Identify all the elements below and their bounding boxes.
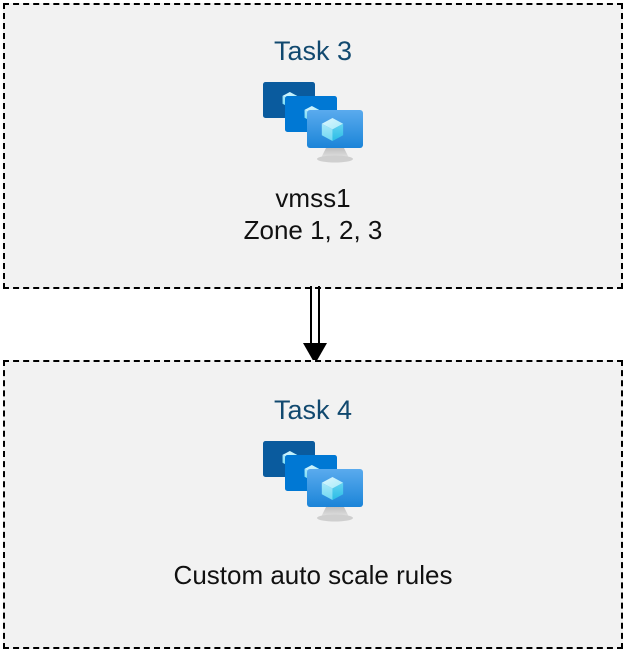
task4-caption: Custom auto scale rules — [174, 559, 453, 591]
task3-caption: vmss1 Zone 1, 2, 3 — [244, 182, 383, 246]
vm-scale-set-icon — [263, 82, 363, 163]
vmss-monitor-stand — [317, 505, 353, 522]
vm-scale-set-icon — [263, 441, 363, 522]
task4-caption-line-1: Custom auto scale rules — [173, 560, 453, 590]
task3-caption-line-2: Zone 1, 2, 3 — [243, 215, 383, 245]
vmss-screen-front — [307, 110, 363, 148]
task-box-task4[interactable]: Task 4 — [3, 360, 623, 649]
task4-title: Task 4 — [273, 395, 353, 425]
vmss-screen-front — [307, 469, 363, 507]
vmss-monitor-stand — [317, 146, 353, 163]
task3-title: Task 3 — [273, 36, 353, 66]
connector-arrow-task3-to-task4 — [303, 286, 327, 364]
task-box-task3[interactable]: Task 3 — [3, 3, 623, 289]
task3-caption-line-1: vmss1 — [275, 183, 351, 213]
arrowhead-icon — [303, 343, 327, 364]
